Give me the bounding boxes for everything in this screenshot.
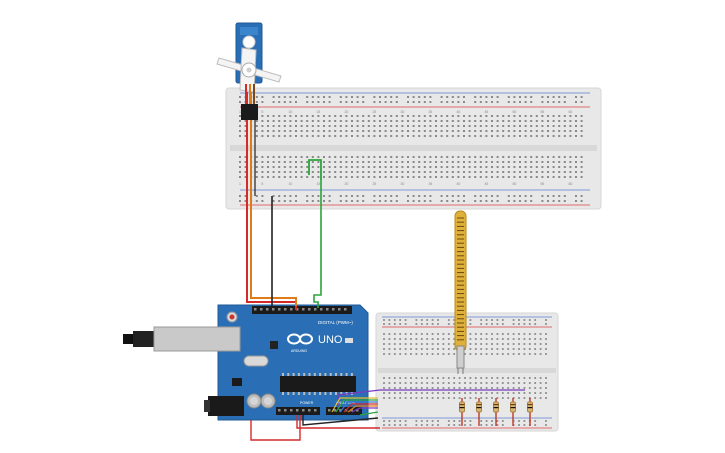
header-pin[interactable] bbox=[356, 409, 359, 412]
wire-green-signal bbox=[308, 159, 322, 180]
column-number: 5 bbox=[261, 110, 263, 114]
header-pin[interactable] bbox=[333, 409, 337, 412]
breadboard-large-column-numbers: 1155101015152020252530303535404045455050… bbox=[239, 110, 572, 186]
header-pin[interactable] bbox=[344, 308, 347, 311]
header-pin[interactable] bbox=[266, 308, 269, 311]
column-number: 10 bbox=[288, 110, 292, 114]
column-number: 50 bbox=[512, 182, 516, 186]
header-pin[interactable] bbox=[314, 308, 317, 311]
header-pin[interactable] bbox=[339, 409, 342, 412]
column-number: 25 bbox=[372, 110, 376, 114]
header-pin[interactable] bbox=[314, 409, 317, 412]
header-pin[interactable] bbox=[350, 409, 353, 412]
header-pin[interactable] bbox=[296, 409, 299, 412]
column-number: 30 bbox=[400, 110, 404, 114]
header-pin[interactable] bbox=[326, 308, 329, 311]
dc-barrel-jack-icon bbox=[204, 396, 244, 416]
column-number: 35 bbox=[428, 110, 432, 114]
header-pin[interactable] bbox=[278, 409, 281, 412]
wire-servo-signal bbox=[250, 92, 297, 306]
header-pin[interactable] bbox=[254, 308, 257, 311]
column-number: 60 bbox=[568, 182, 572, 186]
resistor-array[interactable] bbox=[459, 398, 533, 426]
header-pin[interactable] bbox=[284, 308, 287, 311]
header-pin[interactable] bbox=[320, 308, 323, 311]
wire-gnd-small bbox=[302, 415, 379, 426]
column-number: 40 bbox=[456, 182, 460, 186]
header-pin[interactable] bbox=[328, 409, 331, 412]
header-pin[interactable] bbox=[338, 308, 341, 311]
header-pin[interactable] bbox=[272, 308, 275, 311]
analog-label: ANALOG IN bbox=[336, 401, 356, 405]
wires[interactable] bbox=[246, 92, 525, 441]
servo-motor-icon[interactable] bbox=[216, 22, 282, 120]
header-pin[interactable] bbox=[308, 308, 311, 311]
header-pin[interactable] bbox=[296, 308, 299, 311]
column-number: 50 bbox=[512, 110, 516, 114]
arduino-uno-board[interactable]: DIGITAL (PWM~) UNO ARDUINO POWER ANALOG … bbox=[123, 304, 369, 421]
column-number: 1 bbox=[239, 110, 241, 114]
header-pin[interactable] bbox=[284, 409, 287, 412]
arduino-wordmark: ARDUINO bbox=[291, 349, 307, 353]
column-number: 35 bbox=[428, 182, 432, 186]
usb-connector-icon bbox=[123, 326, 241, 352]
column-number: 45 bbox=[484, 182, 488, 186]
column-number: 1 bbox=[239, 182, 241, 186]
header-pin[interactable] bbox=[260, 308, 263, 311]
power-label: POWER bbox=[300, 401, 314, 405]
column-number: 5 bbox=[261, 182, 263, 186]
column-number: 55 bbox=[540, 182, 544, 186]
column-number: 45 bbox=[484, 110, 488, 114]
digital-header-pins[interactable] bbox=[254, 308, 347, 311]
servo-horn[interactable] bbox=[216, 47, 282, 93]
header-pin[interactable] bbox=[290, 409, 293, 412]
header-pin[interactable] bbox=[302, 308, 305, 311]
header-pin[interactable] bbox=[308, 409, 311, 412]
header-pin[interactable] bbox=[302, 409, 305, 412]
column-number: 20 bbox=[344, 110, 348, 114]
column-number: 55 bbox=[540, 110, 544, 114]
column-number: 20 bbox=[344, 182, 348, 186]
flex-sensor[interactable] bbox=[454, 210, 467, 374]
breadboard-large[interactable]: 1155101015152020252530303535404045455050… bbox=[225, 87, 602, 210]
wire-5v-small bbox=[296, 415, 380, 429]
column-number: 10 bbox=[288, 182, 292, 186]
arduino-infinity-logo-icon bbox=[287, 333, 313, 345]
header-pin[interactable] bbox=[332, 308, 335, 311]
column-number: 40 bbox=[456, 110, 460, 114]
atmega-chip bbox=[280, 373, 356, 395]
header-pin[interactable] bbox=[278, 308, 281, 311]
column-number: 25 bbox=[372, 182, 376, 186]
column-number: 15 bbox=[316, 182, 320, 186]
board-name: UNO bbox=[318, 334, 343, 346]
header-pin[interactable] bbox=[290, 308, 293, 311]
column-number: 15 bbox=[316, 110, 320, 114]
digital-label: DIGITAL (PWM~) bbox=[318, 320, 353, 325]
breadboard-large-holes[interactable] bbox=[239, 96, 583, 202]
column-number: 30 bbox=[400, 182, 404, 186]
column-number: 60 bbox=[568, 110, 572, 114]
